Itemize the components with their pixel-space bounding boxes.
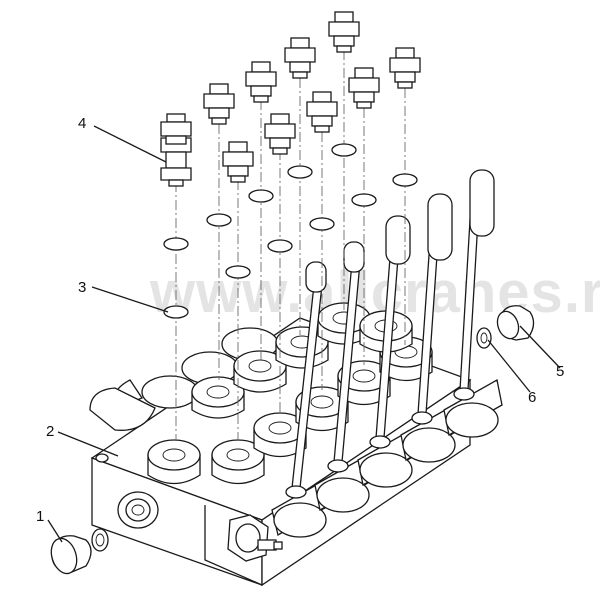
callout-labels: 1 2 3 4 5 6 (36, 115, 564, 525)
fitting (160, 113, 192, 145)
port-boss (233, 350, 287, 393)
fitting (284, 37, 316, 79)
callout-3: 3 (78, 279, 86, 296)
port-boss (191, 376, 245, 419)
port-boss (147, 439, 201, 485)
fitting (348, 67, 380, 109)
fitting (222, 141, 254, 183)
port-boss (211, 439, 265, 485)
port-boss (253, 412, 307, 458)
plug-left (50, 535, 92, 575)
fitting (245, 61, 277, 103)
leader-lines (47, 125, 561, 543)
lever (369, 215, 411, 449)
spool-cap (443, 378, 503, 438)
seal-ring-right (476, 327, 492, 349)
lever (453, 169, 495, 401)
fitting (306, 91, 338, 133)
fitting (389, 47, 421, 89)
lever (411, 193, 453, 425)
o-rings (163, 143, 418, 319)
callout-4: 4 (78, 115, 86, 132)
seal-ring-left (91, 528, 109, 552)
fittings (160, 11, 421, 187)
spool-end-caps (271, 378, 503, 538)
spool-cap (271, 478, 331, 538)
callout-1: 1 (36, 508, 44, 525)
control-levers (285, 169, 495, 499)
callout-2: 2 (46, 423, 54, 440)
lever (327, 241, 365, 473)
port-boss (317, 302, 371, 345)
callout-6: 6 (528, 389, 536, 406)
callout-5: 5 (556, 363, 564, 380)
lever (285, 261, 327, 499)
fitting (203, 83, 235, 125)
spool-cap (357, 428, 417, 488)
fitting (328, 11, 360, 53)
fitting (264, 113, 296, 155)
